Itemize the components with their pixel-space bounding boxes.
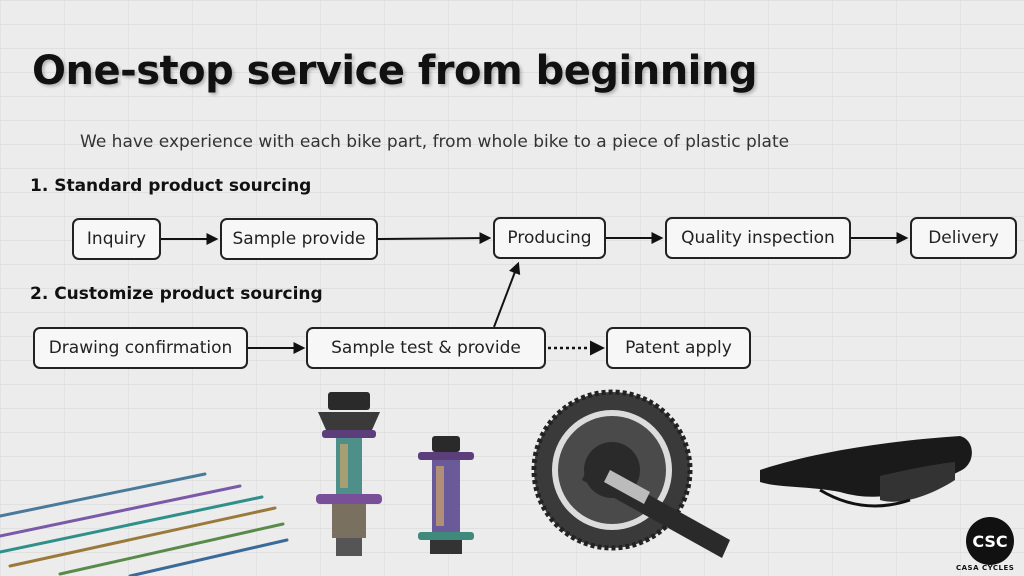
step-sample-provide: Sample provide bbox=[220, 218, 378, 260]
saddle-image bbox=[760, 436, 972, 508]
arrow-sample-test-to-producing bbox=[493, 261, 521, 328]
section-standard-sourcing: 1. Standard product sourcing bbox=[30, 176, 312, 196]
page-title: One-stop service from beginning bbox=[32, 48, 758, 94]
arrow-sample-to-producing bbox=[377, 232, 492, 245]
company-logo: CSC bbox=[966, 517, 1014, 565]
subtitle: We have experience with each bike part, … bbox=[80, 132, 790, 152]
section-customize-sourcing: 2. Customize product sourcing bbox=[30, 284, 323, 304]
step-drawing-confirmation: Drawing confirmation bbox=[33, 327, 248, 369]
step-quality-inspection: Quality inspection bbox=[665, 217, 851, 259]
front-hub-image bbox=[418, 436, 474, 554]
rear-hub-image bbox=[316, 392, 382, 556]
step-inquiry: Inquiry bbox=[72, 218, 161, 260]
step-producing: Producing bbox=[493, 217, 606, 259]
step-sample-test-provide: Sample test & provide bbox=[306, 327, 546, 369]
spokes-image bbox=[0, 472, 289, 576]
logo-mark: CSC bbox=[972, 531, 1008, 551]
step-delivery: Delivery bbox=[910, 217, 1017, 259]
step-patent-apply: Patent apply bbox=[606, 327, 751, 369]
crankset-image bbox=[531, 389, 730, 558]
logo-name: CASA CYCLES bbox=[956, 564, 1015, 572]
